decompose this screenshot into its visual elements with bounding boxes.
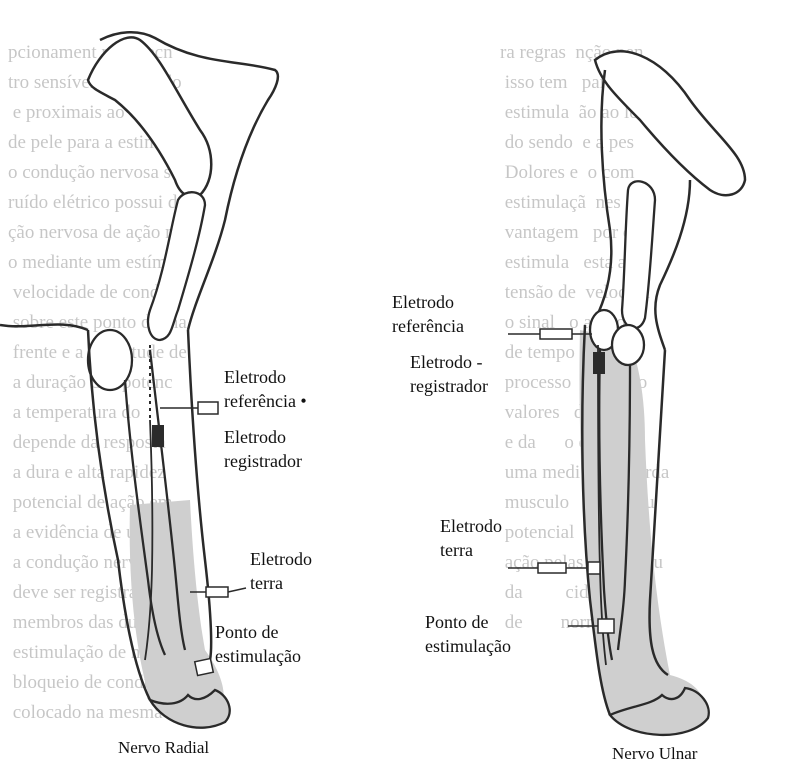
- right-stimulation-label-line2: estimulação: [425, 634, 511, 658]
- right-ground-electrode: [538, 563, 566, 573]
- right-ground-label: Eletrodo terra: [440, 514, 502, 562]
- right-upper-limb-front: [655, 180, 690, 350]
- right-recording-electrode: [593, 352, 605, 374]
- left-stimulation-label-line2: estimulação: [215, 644, 301, 668]
- left-caption: Nervo Radial: [118, 738, 209, 758]
- right-stimulation-electrode: [598, 619, 614, 633]
- right-recording-label-line2: registrador: [410, 374, 488, 398]
- right-stimulation-label: Ponto de estimulação: [425, 610, 511, 658]
- left-ground-wire: [228, 588, 246, 592]
- right-reference-label-line2: referência: [392, 314, 464, 338]
- left-stimulation-label: Ponto de estimulação: [215, 620, 301, 668]
- left-recording-label: Eletrodo registrador: [224, 425, 302, 473]
- left-recording-label-line1: Eletrodo: [224, 425, 302, 449]
- right-caption: Nervo Ulnar: [612, 744, 697, 764]
- left-reference-label-line2: referência •: [224, 389, 307, 413]
- right-humerus: [622, 181, 655, 328]
- right-upper-limb-back: [595, 70, 611, 320]
- left-reference-label-line1: Eletrodo: [224, 365, 307, 389]
- left-scapula: [88, 37, 211, 196]
- right-recording-label: Eletrodo - registrador: [410, 350, 488, 398]
- left-recording-label-line2: registrador: [224, 449, 302, 473]
- right-reference-label-line1: Eletrodo: [392, 290, 464, 314]
- right-ground-label-line1: Eletrodo: [440, 514, 502, 538]
- right-ground-contact: [588, 562, 600, 574]
- left-body-outline: [0, 324, 88, 330]
- left-ground-electrode: [206, 587, 228, 597]
- left-ground-label-line1: Eletrodo: [250, 547, 312, 571]
- right-recording-label-line1: Eletrodo -: [410, 350, 488, 374]
- left-stimulation-label-line1: Ponto de: [215, 620, 301, 644]
- left-ground-label-line2: terra: [250, 571, 312, 595]
- right-reference-label: Eletrodo referência: [392, 290, 464, 338]
- left-recording-electrode: [152, 425, 164, 447]
- left-ground-label: Eletrodo terra: [250, 547, 312, 595]
- right-stimulation-label-line1: Ponto de: [425, 610, 511, 634]
- right-ground-label-line2: terra: [440, 538, 502, 562]
- left-reference-electrode: [198, 402, 218, 414]
- right-elbow-condyle: [612, 325, 644, 365]
- right-reference-electrode: [540, 329, 572, 339]
- left-humerus: [148, 192, 205, 340]
- left-stimulation-electrode: [195, 658, 214, 675]
- left-reference-label: Eletrodo referência •: [224, 365, 307, 413]
- right-scapula: [595, 51, 745, 195]
